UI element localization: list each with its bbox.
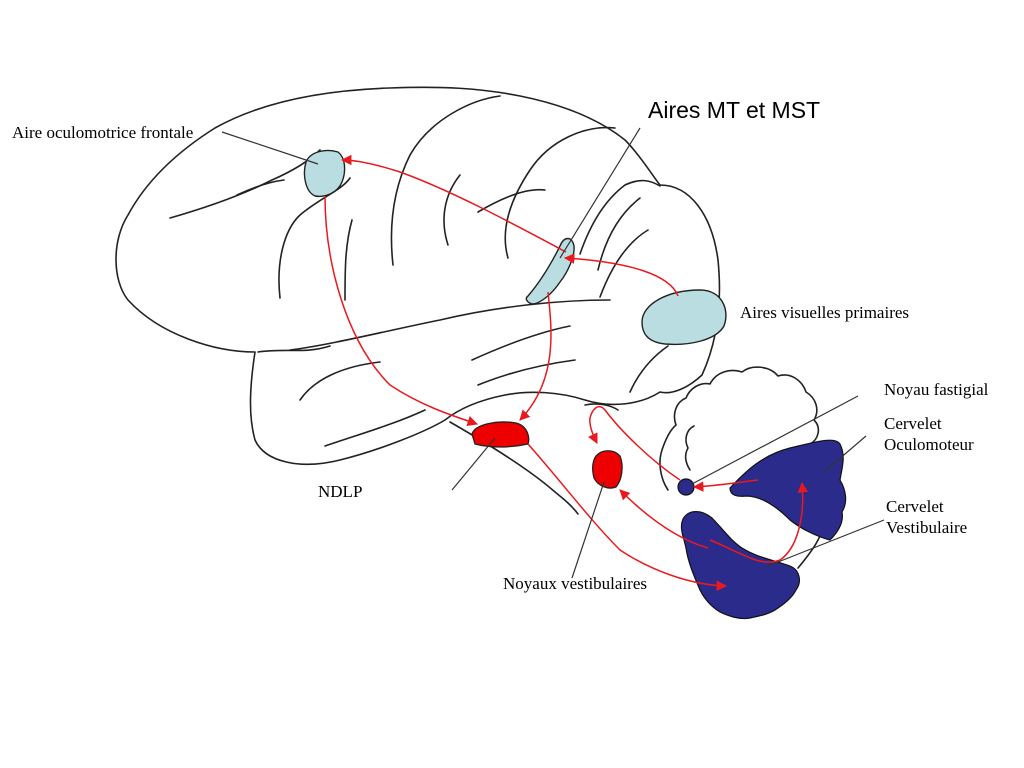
vestibular-cerebellum-shape xyxy=(680,511,800,620)
sulcus xyxy=(169,149,321,219)
leader-line-frontal xyxy=(221,131,319,165)
leader-line-mt-mst xyxy=(559,127,641,259)
pathway-arrow xyxy=(340,154,567,253)
pathway-arrow xyxy=(588,406,681,481)
sulcus xyxy=(477,188,546,213)
cerebellum-outline xyxy=(684,425,695,471)
label-vestibular-cerebellum-line2: Vestibulaire xyxy=(886,518,968,538)
temporal-lower-fold xyxy=(257,345,331,353)
pathway-arrow xyxy=(519,291,552,421)
label-primary-visual: Aires visuelles primaires xyxy=(740,303,910,322)
sulcus xyxy=(236,179,285,196)
sulcus xyxy=(324,409,426,447)
leader-line-ndlp xyxy=(451,437,496,491)
leader-line-oculomotor xyxy=(823,435,867,473)
label-fastigial-nucleus: Noyau fastigial xyxy=(884,380,989,399)
label-mt-mst: Aires MT et MST xyxy=(648,97,821,123)
pathway-arrow xyxy=(324,195,478,426)
pathway-arrow xyxy=(563,253,679,297)
cerebellum-outline xyxy=(659,366,820,491)
primary-visual-area xyxy=(641,289,727,346)
sulcus xyxy=(443,174,461,246)
sulcus xyxy=(390,95,501,266)
vestibular-nuclei-shape xyxy=(592,450,623,489)
temporal-lobe-outline xyxy=(289,299,611,351)
pathway-arrow xyxy=(527,443,728,591)
pathway-arrow xyxy=(692,479,759,492)
sulcus xyxy=(629,345,669,393)
label-vestibular-nuclei: Noyaux vestibulaires xyxy=(503,574,647,593)
pathway-arrow xyxy=(619,489,709,549)
sulcus xyxy=(599,229,649,298)
leader-line-vestibular-nuclei xyxy=(571,481,605,579)
sulcus xyxy=(299,361,381,401)
label-vestibular-cerebellum-line1: Cervelet xyxy=(886,497,944,516)
pathway-arrow xyxy=(709,481,809,563)
brainstem-inner-outline xyxy=(584,403,619,411)
sulcus xyxy=(579,179,661,255)
label-ndlp: NDLP xyxy=(318,482,363,501)
leader-line-fastigial xyxy=(691,395,859,485)
fastigial-nucleus-shape xyxy=(677,478,695,496)
sulcus xyxy=(477,359,576,386)
sulcus xyxy=(504,126,616,259)
sulcus xyxy=(344,219,353,301)
frontal-eye-field-area xyxy=(303,149,346,198)
label-vestibular-cerebellum: Cervelet Vestibulaire xyxy=(886,496,967,539)
mt-mst-area xyxy=(525,237,575,305)
oculomotor-cerebellum-shape xyxy=(729,439,847,541)
label-frontal-eye-field: Aire oculomotrice frontale xyxy=(12,123,194,142)
label-oculomotor-cerebellum-line2: Oculomoteur xyxy=(884,435,974,455)
label-oculomotor-cerebellum-line1: Cervelet xyxy=(884,414,942,433)
leader-line-vestibular xyxy=(767,519,885,567)
ndlp-nucleus xyxy=(471,421,530,448)
sulcus xyxy=(471,325,571,361)
label-oculomotor-cerebellum: Cervelet Oculomoteur xyxy=(884,413,974,456)
brain-outline xyxy=(115,86,721,466)
